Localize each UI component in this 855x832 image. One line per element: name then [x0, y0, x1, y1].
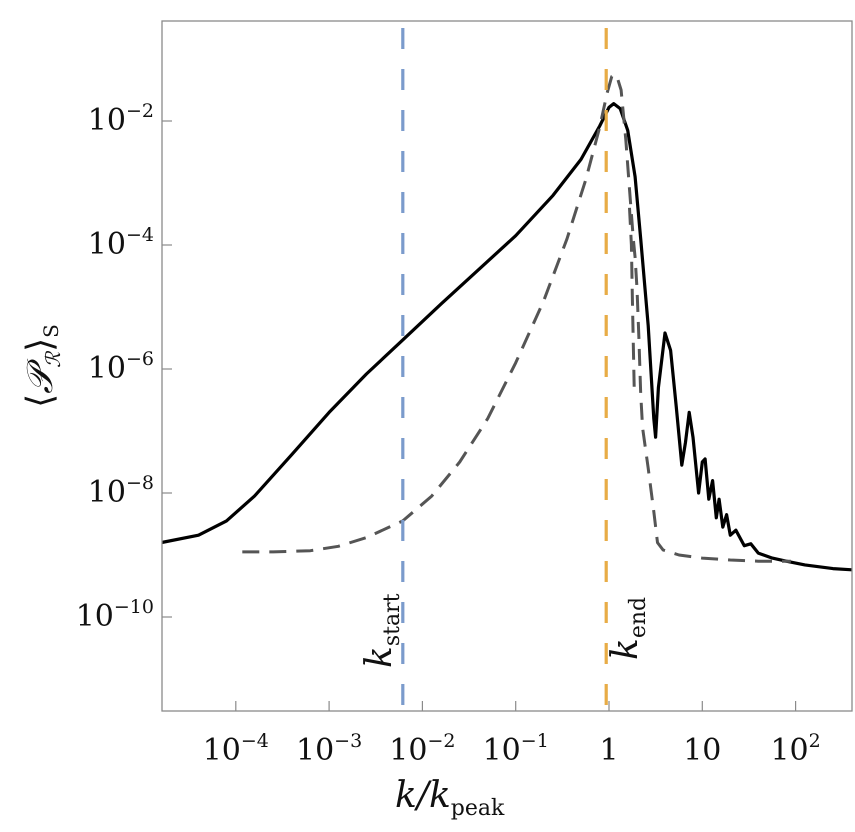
- y-tick-label: 10−2: [88, 100, 154, 138]
- svg-text:kend: kend: [605, 597, 651, 660]
- dashed-curve: [242, 73, 791, 563]
- x-axis: 10−4 10−3 10−2 10−1 1 10 102: [203, 701, 821, 768]
- y-axis-label: ⟨𝒫ℛ⟩S: [20, 324, 65, 408]
- vertical-line-labels: kstart kend: [359, 593, 651, 668]
- y-tick-label: 10−4: [88, 224, 154, 262]
- dashed-curve: [628, 207, 636, 388]
- series-layer: [162, 73, 852, 572]
- x-tick-label: 10: [683, 733, 721, 768]
- svg-text:⟨𝒫ℛ⟩S: ⟨𝒫ℛ⟩S: [20, 324, 65, 408]
- y-tick-label: 10−6: [88, 348, 154, 386]
- k-start-label: kstart: [359, 593, 405, 668]
- y-tick-label: 10−8: [88, 472, 154, 510]
- x-tick-label: 10−1: [483, 730, 549, 768]
- x-tick-label: 1: [599, 733, 618, 768]
- k-end-label: kend: [605, 597, 651, 660]
- y-tick-label: 10−10: [76, 596, 154, 634]
- x-axis-label: k/kpeak: [395, 775, 505, 821]
- solid-curve: [162, 102, 852, 572]
- plot-frame: [161, 20, 853, 712]
- x-tick-label: 10−2: [389, 730, 455, 768]
- x-tick-label: 10−4: [203, 730, 269, 768]
- x-tick-label: 102: [770, 730, 820, 768]
- y-axis: 10−2 10−4 10−6 10−8 10−10: [76, 100, 172, 634]
- x-tick-label: 10−3: [296, 730, 362, 768]
- vertical-lines: [401, 28, 608, 711]
- svg-text:kstart: kstart: [359, 593, 405, 668]
